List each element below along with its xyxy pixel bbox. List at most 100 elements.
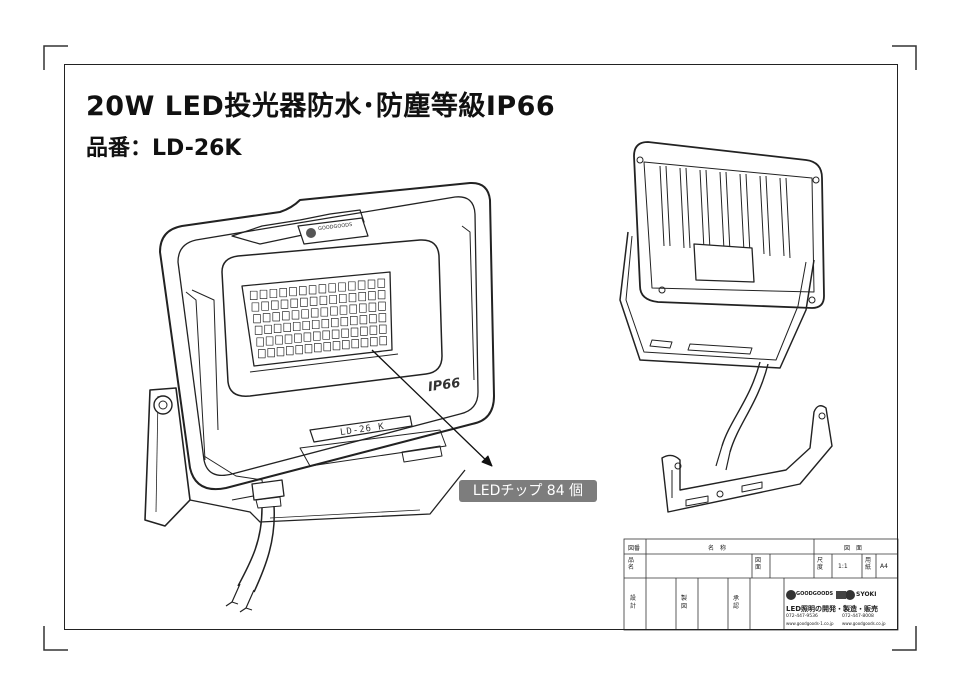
led-chip bbox=[291, 310, 300, 320]
led-chip bbox=[329, 294, 337, 305]
led-chip bbox=[275, 335, 283, 345]
part-number: 品番：LD-26K bbox=[86, 136, 242, 161]
led-chip bbox=[351, 339, 359, 349]
led-chip bbox=[269, 288, 278, 299]
tb-url-2: www.goodgoods.co.jp bbox=[842, 621, 886, 626]
led-chip bbox=[289, 287, 297, 297]
led-chip bbox=[310, 308, 319, 318]
led-chip bbox=[303, 332, 312, 342]
led-chip bbox=[311, 319, 320, 330]
tb-approval-label: 承認 bbox=[733, 595, 740, 610]
led-chip bbox=[350, 316, 358, 326]
led-chip-callout: LEDチップ 84 個 bbox=[459, 480, 597, 502]
led-chip bbox=[332, 341, 341, 351]
led-chip bbox=[340, 317, 349, 327]
led-chip bbox=[331, 329, 340, 339]
crop-marks bbox=[43, 45, 917, 651]
tb-drafting-label: 製図 bbox=[681, 595, 688, 610]
led-chip bbox=[368, 302, 377, 312]
led-chip bbox=[264, 324, 272, 334]
led-chip bbox=[330, 306, 338, 316]
led-chip bbox=[292, 321, 301, 332]
floodlight-front-view bbox=[144, 181, 495, 613]
led-chip bbox=[328, 283, 336, 293]
tb-brand-syoki: SYOKI bbox=[856, 591, 877, 598]
tb-drawing-no-label: 図番 bbox=[628, 545, 641, 552]
led-chip bbox=[258, 349, 266, 359]
led-chip bbox=[318, 284, 327, 294]
led-chip bbox=[308, 285, 317, 295]
tb-name-label: 名 称 bbox=[708, 545, 727, 552]
led-chip bbox=[302, 320, 310, 331]
title-block: 図番 名 称 図 面 品名 図面 尺度 1:1 用紙 A4 設計 製図 承認 G… bbox=[624, 539, 898, 630]
led-chip bbox=[290, 298, 298, 308]
led-chip bbox=[378, 301, 386, 311]
led-chip bbox=[256, 337, 264, 347]
led-chip bbox=[379, 336, 387, 346]
led-chip bbox=[295, 345, 303, 355]
led-chip bbox=[359, 315, 368, 325]
led-chip bbox=[259, 289, 268, 299]
tb-company-line: LED照明の開発・製造・販売 bbox=[786, 605, 879, 613]
tb-paper-value: A4 bbox=[880, 563, 888, 570]
led-chip bbox=[313, 331, 321, 341]
led-chip bbox=[304, 344, 313, 354]
led-chip bbox=[267, 348, 275, 358]
led-chip bbox=[265, 336, 274, 346]
tb-brand-goodgoods: GOODGOODS bbox=[796, 591, 834, 597]
tb-url-1: www.goodgoods-1.co.jp bbox=[786, 621, 834, 626]
led-chip bbox=[368, 291, 376, 301]
led-chip bbox=[284, 334, 293, 344]
title-block-grid bbox=[623, 538, 899, 631]
led-chip bbox=[349, 304, 357, 314]
led-chip bbox=[320, 307, 329, 317]
led-chip bbox=[339, 293, 347, 304]
tb-drawing-label: 図 面 bbox=[844, 545, 863, 552]
led-chip bbox=[286, 346, 294, 356]
led-chip bbox=[339, 305, 348, 315]
led-chip bbox=[348, 293, 357, 303]
led-chip bbox=[338, 282, 346, 292]
title-block-logos bbox=[786, 590, 855, 600]
tb-phone-2: 072-447-8008 bbox=[842, 614, 874, 619]
led-chip bbox=[254, 325, 263, 335]
led-chip bbox=[360, 326, 368, 336]
led-chip bbox=[261, 301, 269, 311]
led-chip bbox=[251, 302, 260, 312]
tb-design-label: 設計 bbox=[630, 595, 637, 610]
led-chip bbox=[282, 311, 290, 321]
led-chip bbox=[350, 327, 359, 337]
led-chip bbox=[341, 328, 349, 338]
led-chip bbox=[369, 325, 378, 335]
led-chip bbox=[379, 324, 387, 334]
led-chip bbox=[280, 299, 289, 309]
led-chip-array bbox=[249, 278, 387, 359]
led-chip bbox=[301, 309, 309, 319]
drawing-border bbox=[64, 64, 898, 630]
led-chip bbox=[322, 330, 330, 340]
tb-item-label: 品名 bbox=[628, 557, 635, 571]
led-chip bbox=[314, 343, 322, 353]
led-chip bbox=[359, 303, 367, 313]
led-chip bbox=[348, 281, 356, 291]
led-chip bbox=[271, 300, 279, 310]
tb-scale-value: 1:1 bbox=[838, 563, 848, 570]
tb-scale-label: 尺度 bbox=[817, 557, 824, 571]
led-chip bbox=[367, 279, 376, 289]
led-chip bbox=[370, 337, 378, 347]
led-chip bbox=[272, 312, 280, 322]
led-chip bbox=[357, 280, 366, 290]
led-chip bbox=[300, 297, 308, 307]
led-chip bbox=[377, 290, 386, 300]
floodlight-rear-view bbox=[619, 141, 833, 513]
led-chip bbox=[294, 333, 302, 343]
led-chip bbox=[378, 313, 387, 323]
led-chip bbox=[377, 278, 386, 288]
led-chip bbox=[283, 322, 291, 332]
led-chip bbox=[309, 296, 318, 306]
led-chip bbox=[323, 342, 331, 352]
led-chip bbox=[331, 318, 339, 328]
led-chip bbox=[360, 338, 369, 348]
led-chip bbox=[279, 288, 287, 298]
